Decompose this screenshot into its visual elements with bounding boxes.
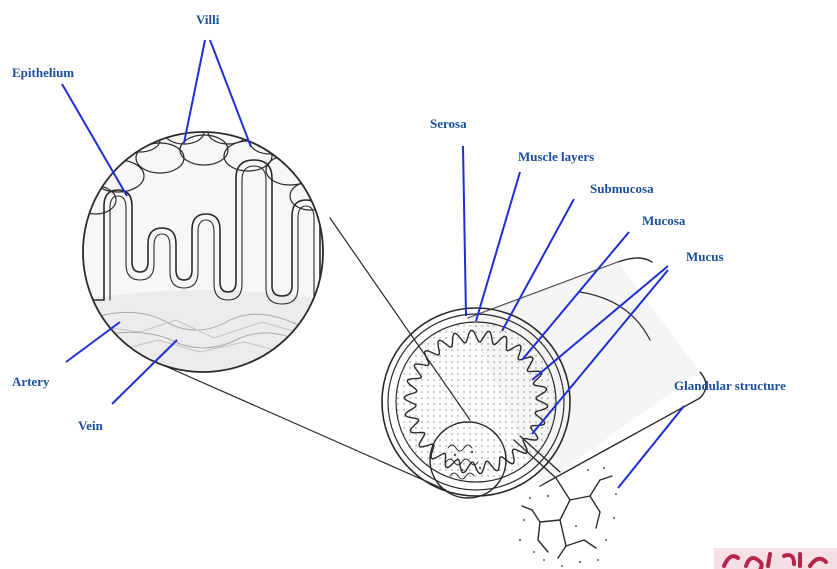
label-submucosa: Submucosa [590,181,654,196]
label-epithelium: Epithelium [12,65,74,80]
label-serosa: Serosa [430,116,467,131]
label-mucus: Mucus [686,249,724,264]
glandular-structure-drawing [522,476,612,558]
intestine-tube [382,258,706,567]
label-mucosa: Mucosa [642,213,686,228]
label-muscle-layers: Muscle layers [518,149,594,164]
label-glandular-structure: Glandular structure [674,378,786,393]
label-artery: Artery [12,374,50,389]
artery-pointer [66,322,120,362]
epithelium-pointer [62,84,127,196]
watermark-fragment [714,548,837,569]
muscle-layers-pointer [476,172,520,321]
villi-pointer-left [184,40,205,143]
villi-pointer-right [210,40,251,147]
label-vein: Vein [78,418,104,433]
label-villi: Villi [196,12,220,27]
serosa-pointer [463,146,466,316]
gland-dots [519,467,617,567]
villi-magnified-circle [76,120,330,380]
